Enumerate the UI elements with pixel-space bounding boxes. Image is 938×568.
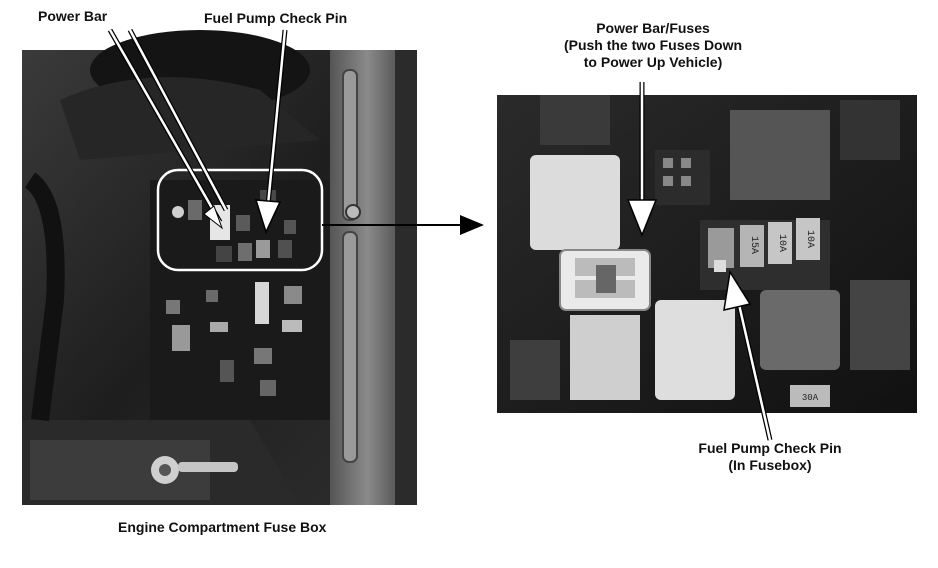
fuse-marking-10a-2: 10A [804,230,815,248]
fuel-pump-pin-pointer [254,29,288,235]
power-bar-pointer [107,28,229,230]
power-bar-fuses-pointer [626,82,658,238]
power-bar-fuses-note-1: (Push the two Fuses Down [563,37,743,53]
fuse-marking-15a: 15A [748,236,759,254]
power-bar-fuses-note-2: to Power Up Vehicle) [583,54,723,70]
connecting-arrow [322,215,484,235]
power-bar-label: Power Bar [38,8,108,24]
power-bar-fuses-label: Power Bar/Fuses (Push the two Fuses Down… [528,20,778,71]
fuel-pump-check-pin-fusebox-pointer [723,269,773,441]
check-pin [714,260,726,272]
fuse-box-highlight [156,168,324,272]
fuel-pump-check-pin-block [256,240,270,258]
left-photo [22,30,417,505]
right-photo: 15A 10A 10A 30A [497,95,917,413]
engine-compartment-caption: Engine Compartment Fuse Box [118,519,327,535]
fuel-pump-check-pin-fusebox-title: Fuel Pump Check Pin [698,440,842,456]
fuse-marking-30a: 30A [802,393,819,403]
fuel-pump-check-pin-fusebox-note: (In Fusebox) [728,457,812,473]
fuel-pump-check-pin-fusebox-label: Fuel Pump Check Pin (In Fusebox) [660,440,880,474]
power-bar-fuses-title: Power Bar/Fuses [596,20,710,36]
fuse-marking-10a: 10A [776,234,787,252]
fuel-pump-check-pin-label: Fuel Pump Check Pin [204,10,348,26]
